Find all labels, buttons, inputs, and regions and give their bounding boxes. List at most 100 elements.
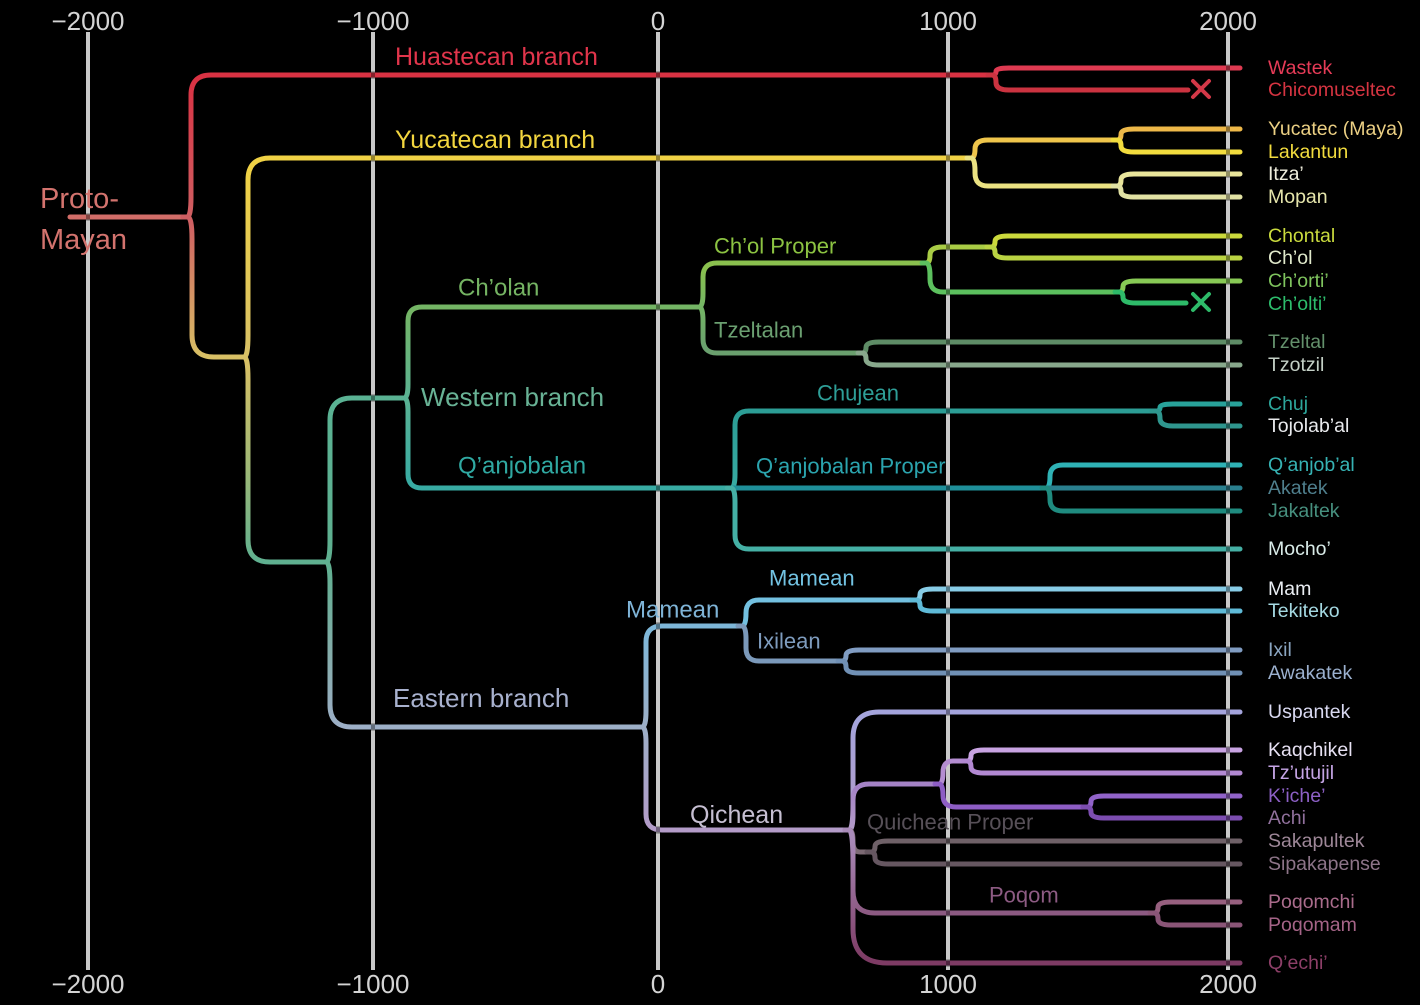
tip-label-jakaltek: Jakaltek [1268, 500, 1340, 522]
axis-tick-top-2: 0 [651, 6, 665, 36]
tip-label-ixil: Ixil [1268, 639, 1292, 661]
extinct-marks [1191, 79, 1211, 312]
edge-trunk-western-split [237, 354, 325, 565]
axis-tick-bottom-2: 0 [651, 969, 665, 999]
root-label-line1: Proto- [40, 183, 119, 215]
branch-label-mamean-inner: Mamean [769, 566, 855, 591]
grid-notch [1226, 484, 1230, 492]
branch-label-yucatecan-branch: Yucatecan branch [395, 126, 595, 154]
tip-label-mam: Mam [1268, 578, 1311, 600]
edge-yucatecan-lower [964, 155, 1116, 189]
edge-mamean [635, 623, 741, 730]
edge-chol-proper [692, 260, 925, 310]
grid-notch [1226, 921, 1230, 929]
tree-edges [67, 65, 1243, 966]
edge-chorti [1112, 278, 1243, 295]
edge-western-branch [319, 395, 403, 565]
grid-notch [656, 826, 660, 834]
axis-tick-top-4: 2000 [1199, 6, 1257, 36]
edge-sakapultek [864, 838, 1243, 855]
tip-label-chicomuseltec: Chicomuseltec [1268, 79, 1396, 101]
tip-label-achi: Achi [1268, 807, 1306, 829]
edge-tzutujil [960, 758, 1243, 776]
edge-mamean-proper [735, 597, 915, 629]
tip-label-kiche: K’iche’ [1268, 785, 1325, 807]
edge-cholti [1112, 289, 1189, 306]
axis-tick-bottom-0: −2000 [51, 969, 124, 999]
tip-label-tojolabal: Tojolab’al [1268, 415, 1349, 437]
grid-notch [946, 243, 950, 251]
grid-notch [946, 71, 950, 79]
edge-ixilean [735, 623, 841, 664]
grid-notch [1226, 708, 1230, 716]
branch-label-huastecan-branch: Huastecan branch [395, 43, 598, 71]
edge-mam [909, 586, 1243, 603]
branch-label-ixilean: Ixilean [757, 629, 821, 654]
edge-chol-proper-upper [919, 244, 990, 266]
tip-label-sakapultek: Sakapultek [1268, 830, 1365, 852]
edge-yucatecan-upper [964, 137, 1116, 161]
tip-label-poqomchi: Poqomchi [1268, 891, 1355, 913]
grid-notch [946, 959, 950, 967]
grid-notch [1226, 254, 1230, 262]
branch-label-chujean: Chujean [817, 381, 899, 406]
grid-notch [1226, 545, 1230, 553]
grid-notch [1226, 898, 1230, 906]
axis-tick-top-0: −2000 [51, 6, 124, 36]
axis-tick-top-1: −1000 [336, 6, 409, 36]
grid-notch [1226, 860, 1230, 868]
grid-notch [946, 407, 950, 415]
edge-qanjobalan [397, 395, 730, 491]
grid-notch [1226, 792, 1230, 800]
tip-label-chol: Ch’ol [1268, 247, 1312, 269]
tip-label-sipakapense: Sipakapense [1268, 853, 1381, 875]
grid-notch [656, 484, 660, 492]
edge-chol-proper-lower [919, 260, 1118, 295]
branch-label-qanjobalan-proper: Q’anjobalan Proper [756, 454, 946, 479]
tip-label-tzutujil: Tz’utujil [1268, 762, 1334, 784]
tip-label-tekiteko: Tekiteko [1268, 600, 1340, 622]
axis-tick-bottom-3: 1000 [919, 969, 977, 999]
tip-label-poqomam: Poqomam [1268, 914, 1357, 936]
tip-label-itza: Itza’ [1268, 163, 1304, 185]
grid-notch [1226, 607, 1230, 615]
grid-notch [1226, 669, 1230, 677]
edge-tzotzil [855, 350, 1243, 368]
grid-notch [1226, 959, 1230, 967]
edge-qechi [842, 827, 1243, 966]
grid-notch [1226, 769, 1230, 777]
tip-label-uspantek: Uspantek [1268, 701, 1351, 723]
branch-label-chol-proper: Ch’ol Proper [714, 234, 836, 259]
tip-label-akatek: Akatek [1268, 477, 1328, 499]
grid-notch [656, 154, 660, 162]
grid-notch [371, 154, 375, 162]
grid-notch [1226, 277, 1230, 285]
edge-ixil [835, 647, 1243, 664]
grid-notch [946, 154, 950, 162]
grid-notch [946, 860, 950, 868]
edge-trunk-yucatecan-split [180, 214, 243, 360]
tip-label-lakantun: Lakantun [1268, 141, 1348, 163]
grid-notch [946, 585, 950, 593]
timeline-gridlines [86, 32, 1230, 970]
branch-label-poqom: Poqom [989, 883, 1059, 908]
grid-notch [946, 545, 950, 553]
grid-notch [656, 303, 660, 311]
grid-notch [1226, 170, 1230, 178]
grid-notch [371, 394, 375, 402]
edge-kiche [1080, 793, 1243, 810]
edge-sakapultek-stem [842, 827, 870, 855]
tip-label-kaqchikel: Kaqchikel [1268, 739, 1353, 761]
grid-notch [1226, 507, 1230, 515]
grid-notch [1226, 125, 1230, 133]
edge-awakatek [835, 658, 1243, 676]
grid-notch [371, 723, 375, 731]
edge-chol [984, 244, 1243, 261]
branch-label-qanjobalan: Q’anjobalan [458, 453, 586, 480]
edge-poqomam [1147, 910, 1243, 928]
edge-yucatecan [237, 155, 970, 360]
grid-notch [946, 646, 950, 654]
tip-label-qechi: Q’echi’ [1268, 952, 1328, 974]
branch-label-eastern-branch: Eastern branch [393, 683, 569, 713]
edge-sipakapense [864, 849, 1243, 867]
